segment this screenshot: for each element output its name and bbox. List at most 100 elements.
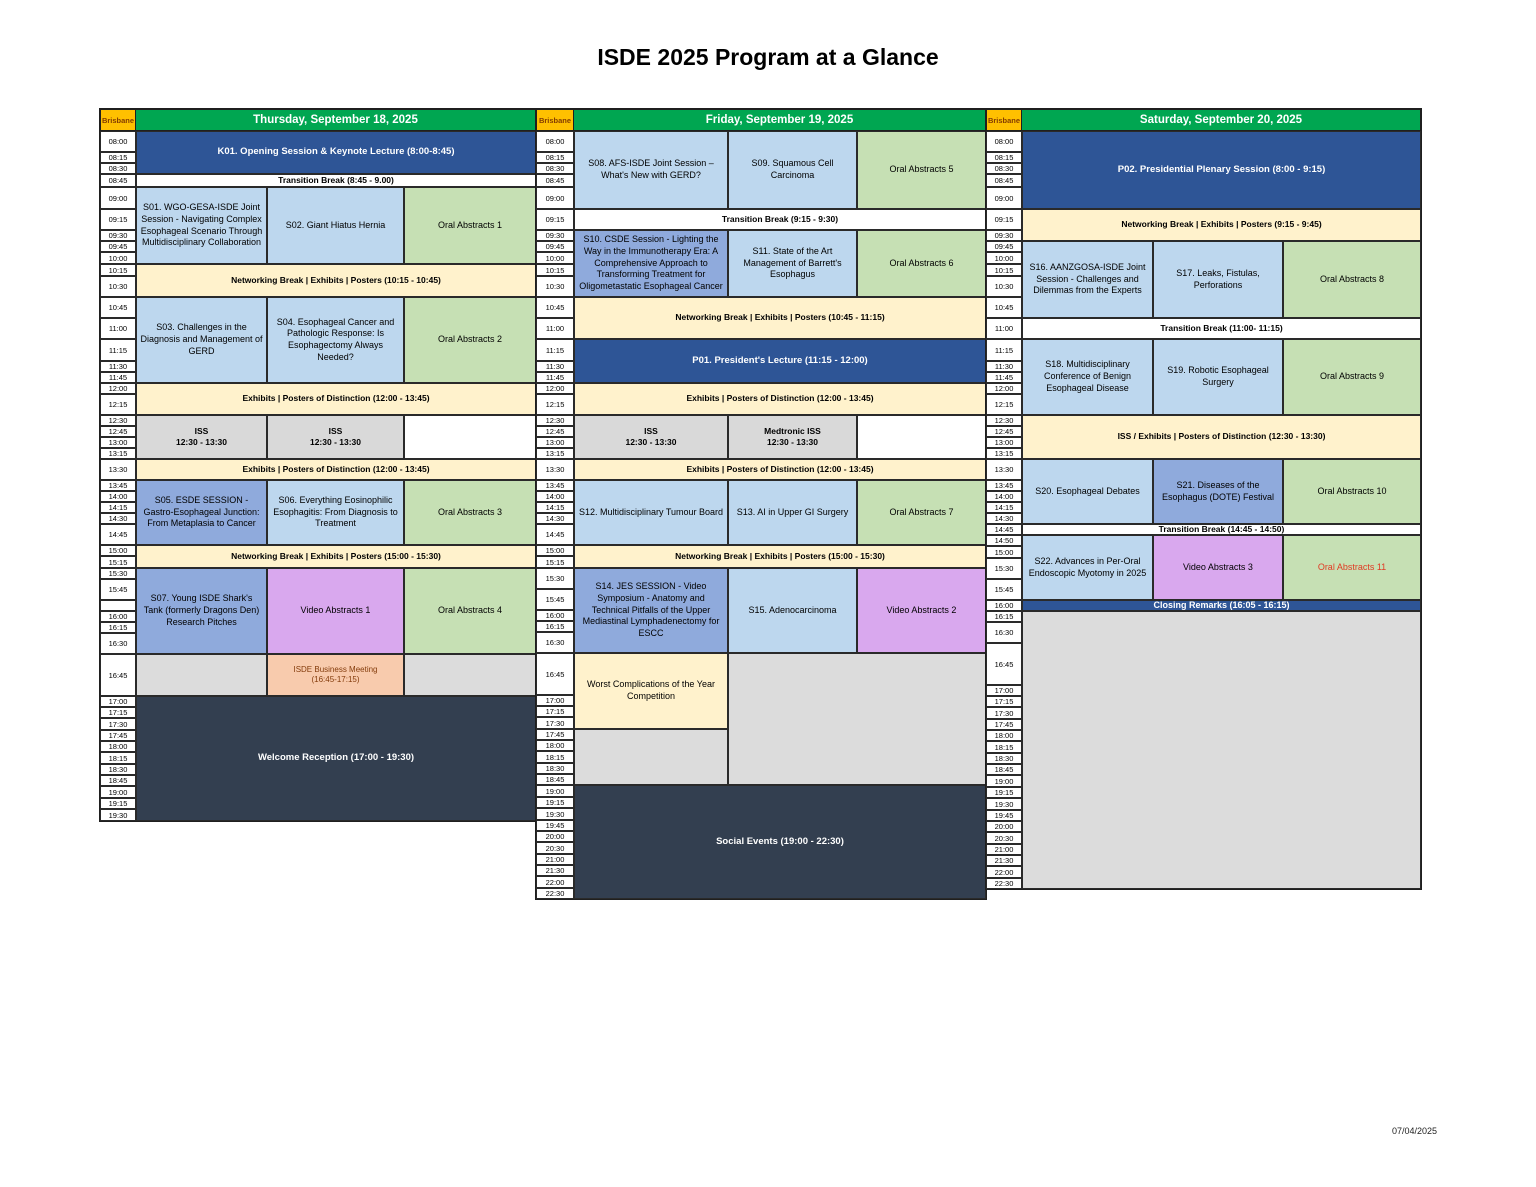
day-title-thursday: Thursday, September 18, 2025	[136, 109, 536, 131]
session-k01: K01. Opening Session & Keynote Lecture (…	[136, 131, 536, 174]
session-oral-abstracts-6: Oral Abstracts 6	[857, 230, 986, 297]
time-cell: 22:00	[536, 876, 574, 888]
time-cell: 09:45	[100, 241, 136, 252]
time-cell: 16:00	[536, 610, 574, 621]
time-cell: 13:15	[986, 448, 1022, 459]
session-networking-break-1500-fri: Networking Break | Exhibits | Posters (1…	[574, 545, 986, 568]
time-cell: 16:45	[536, 653, 574, 695]
time-cell: 15:00	[100, 545, 136, 556]
time-cell: 15:30	[986, 558, 1022, 579]
session-networking-break-1045: Networking Break | Exhibits | Posters (1…	[574, 297, 986, 339]
session-s21: S21. Diseases of the Esophagus (DOTE) Fe…	[1153, 459, 1283, 524]
time-cell: 22:30	[536, 888, 574, 899]
session-networking-break-0915: Networking Break | Exhibits | Posters (9…	[1022, 209, 1421, 241]
time-cell: 17:45	[100, 730, 136, 741]
time-cell: 19:45	[986, 810, 1022, 821]
session-s10: S10. CSDE Session - Lighting the Way in …	[574, 230, 728, 297]
session-oral-abstracts-3: Oral Abstracts 3	[404, 480, 536, 545]
time-cell: 15:15	[100, 556, 136, 568]
time-cell: 14:00	[536, 491, 574, 502]
time-cell: 20:00	[536, 831, 574, 842]
time-cell: 08:00	[536, 131, 574, 152]
time-cell: 17:30	[100, 718, 136, 730]
time-cell: 08:45	[100, 174, 136, 187]
time-cell: 19:00	[100, 786, 136, 798]
session-empty-gray-sat	[1022, 611, 1421, 889]
time-cell: 14:50	[986, 535, 1022, 546]
session-exhibits-1330: Exhibits | Posters of Distinction (12:00…	[136, 459, 536, 480]
time-cell: 17:15	[986, 696, 1022, 707]
session-video-abstracts-3: Video Abstracts 3	[1153, 535, 1283, 600]
time-cell: 09:00	[536, 187, 574, 209]
session-empty-gray-1	[136, 654, 267, 696]
time-cell: 19:15	[536, 797, 574, 808]
time-cell: 18:00	[986, 730, 1022, 741]
time-cell: 10:15	[536, 264, 574, 276]
time-cell: 18:30	[536, 763, 574, 774]
session-medtronic-iss: Medtronic ISS 12:30 - 13:30	[728, 415, 857, 459]
time-cell: 12:45	[536, 426, 574, 437]
time-cell: 08:15	[986, 152, 1022, 163]
time-cell: 09:45	[986, 241, 1022, 252]
session-s06: S06. Everything Eosinophilic Esophagitis…	[267, 480, 404, 545]
time-cell: 09:15	[536, 209, 574, 230]
time-cell: 13:30	[100, 459, 136, 480]
session-transition-break-0915: Transition Break (9:15 - 9:30)	[574, 209, 986, 230]
time-cell: 11:45	[100, 372, 136, 383]
time-cell: 09:30	[986, 230, 1022, 241]
time-cell	[100, 600, 136, 611]
session-transition-break-0845: Transition Break (8:45 - 9.00)	[136, 174, 536, 187]
time-cell: 09:45	[536, 241, 574, 252]
time-cell: 08:15	[536, 152, 574, 163]
session-s12: S12. Multidisciplinary Tumour Board	[574, 480, 728, 545]
time-cell: 16:00	[986, 600, 1022, 611]
time-cell: 10:00	[986, 252, 1022, 264]
time-cell: 11:45	[986, 372, 1022, 383]
session-welcome-reception: Welcome Reception (17:00 - 19:30)	[136, 696, 536, 821]
time-cell: 18:15	[100, 752, 136, 764]
time-cell: 15:30	[536, 568, 574, 589]
session-p01: P01. President's Lecture (11:15 - 12:00)	[574, 339, 986, 383]
time-cell: 17:45	[986, 719, 1022, 730]
time-cell: 19:45	[536, 820, 574, 831]
session-s11: S11. State of the Art Management of Barr…	[728, 230, 857, 297]
time-cell: 12:30	[986, 415, 1022, 426]
time-cell: 15:45	[986, 579, 1022, 600]
time-cell: 08:00	[986, 131, 1022, 152]
time-cell: 16:30	[100, 633, 136, 654]
time-cell: 15:00	[536, 545, 574, 556]
session-s20: S20. Esophageal Debates	[1022, 459, 1153, 524]
time-cell: 20:30	[536, 842, 574, 854]
time-cell: 10:30	[986, 276, 1022, 297]
time-cell: 14:45	[986, 524, 1022, 535]
time-cell: 12:15	[100, 394, 136, 415]
session-isde-business-meeting: ISDE Business Meeting (16:45-17:15)	[267, 654, 404, 696]
session-s14: S14. JES SESSION - Video Symposium - Ana…	[574, 568, 728, 653]
time-cell: 17:00	[100, 696, 136, 707]
time-cell: 17:30	[986, 707, 1022, 719]
time-cell: 18:15	[986, 741, 1022, 753]
session-oral-abstracts-4: Oral Abstracts 4	[404, 568, 536, 654]
page-title: ISDE 2025 Program at a Glance	[597, 44, 939, 70]
time-cell: 21:30	[986, 855, 1022, 866]
session-networking-break-1500: Networking Break | Exhibits | Posters (1…	[136, 545, 536, 568]
session-social-events: Social Events (19:00 - 22:30)	[574, 785, 986, 899]
time-cell: 16:00	[100, 611, 136, 622]
time-cell: 17:45	[536, 729, 574, 740]
time-cell: 14:45	[536, 524, 574, 545]
time-cell: 16:15	[100, 622, 136, 633]
time-cell: 11:00	[100, 318, 136, 339]
session-s15: S15. Adenocarcinoma	[728, 568, 857, 653]
time-cell: 11:15	[986, 339, 1022, 361]
timezone-label: Brisbane	[536, 109, 574, 131]
time-cell: 14:00	[986, 491, 1022, 502]
time-cell: 16:45	[986, 643, 1022, 685]
time-cell: 19:15	[100, 798, 136, 809]
time-cell: 19:00	[536, 785, 574, 797]
time-cell: 13:30	[536, 459, 574, 480]
time-cell: 12:45	[100, 426, 136, 437]
session-iss-fri: ISS 12:30 - 13:30	[574, 415, 728, 459]
